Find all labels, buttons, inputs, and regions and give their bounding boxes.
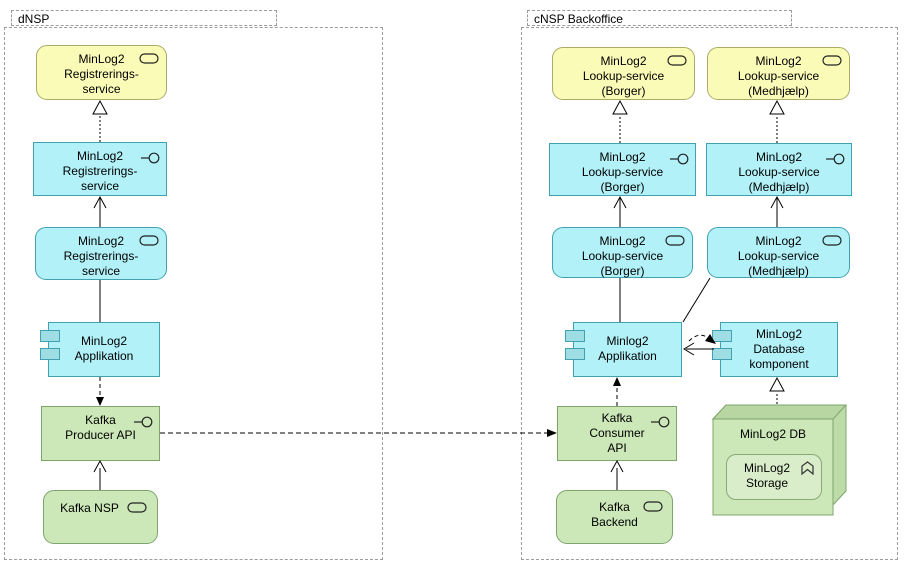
service-icon bbox=[822, 235, 842, 250]
service-icon bbox=[665, 235, 685, 250]
component-tab-icon bbox=[712, 330, 732, 342]
node-label: MinLog2 Registrerings- service bbox=[63, 234, 139, 278]
node-lookup-borger-interface[interactable]: MinLog2 Lookup-service (Borger) bbox=[549, 143, 696, 196]
node-label: MinLog2 Registrerings- service bbox=[62, 149, 138, 193]
node-kafka-backend[interactable]: Kafka Backend bbox=[556, 490, 673, 544]
node-lookup-medhjaelp-service[interactable]: MinLog2 Lookup-service (Medhjælp) bbox=[707, 227, 850, 278]
service-icon bbox=[667, 55, 687, 70]
node-minlog-db-label: MinLog2 DB bbox=[739, 427, 807, 441]
group-dnsp-label: dNSP bbox=[18, 12, 50, 26]
node-label: Kafka Producer API bbox=[65, 413, 136, 442]
node-label: MinLog2 Lookup-service (Medhjælp) bbox=[737, 234, 820, 278]
node-label: Kafka Consumer API bbox=[589, 411, 645, 455]
node-minlog-app-right[interactable]: Minlog2 Applikation bbox=[573, 322, 682, 377]
component-tab-icon bbox=[40, 330, 60, 342]
node-label: Minlog2 Applikation bbox=[598, 334, 657, 363]
interface-icon bbox=[134, 416, 153, 432]
node-lookup-medhjaelp-interface[interactable]: MinLog2 Lookup-service (Medhjælp) bbox=[706, 143, 852, 196]
component-tab-icon bbox=[565, 348, 585, 360]
node-label: MinLog2 Registrerings- service bbox=[64, 52, 139, 96]
node-reg-service-business[interactable]: MinLog2 Registrerings- service bbox=[36, 45, 167, 100]
node-label: Kafka Backend bbox=[591, 500, 638, 529]
node-label: MinLog2 Lookup-service (Medhjælp) bbox=[737, 54, 820, 98]
node-kafka-consumer-api[interactable]: Kafka Consumer API bbox=[557, 406, 677, 461]
interface-icon bbox=[826, 153, 845, 169]
node-minlog-db-komponent[interactable]: MinLog2 Database komponent bbox=[720, 322, 838, 377]
group-dnsp-tab[interactable]: dNSP bbox=[11, 10, 277, 26]
node-kafka-nsp[interactable]: Kafka NSP bbox=[43, 490, 158, 544]
component-tab-icon bbox=[565, 330, 585, 342]
service-icon bbox=[139, 53, 159, 68]
node-label: MinLog2 Storage bbox=[743, 461, 791, 490]
node-label: Kafka NSP bbox=[60, 501, 119, 515]
node-label: MinLog2 Lookup-service (Medhjælp) bbox=[738, 150, 820, 194]
group-dnsp-body[interactable] bbox=[4, 27, 383, 560]
interface-icon bbox=[670, 153, 689, 169]
node-minlog-app-left[interactable]: MinLog2 Applikation bbox=[48, 322, 160, 377]
node-reg-service-app[interactable]: MinLog2 Registrerings- service bbox=[35, 227, 167, 280]
group-cnsp-body[interactable] bbox=[521, 27, 898, 560]
interface-icon bbox=[651, 416, 670, 432]
node-minlog-storage[interactable]: MinLog2 Storage bbox=[726, 454, 822, 500]
interface-icon bbox=[141, 152, 160, 168]
group-cnsp-tab[interactable]: cNSP Backoffice bbox=[527, 10, 792, 26]
node-reg-service-interface[interactable]: MinLog2 Registrerings- service bbox=[33, 142, 167, 196]
service-icon bbox=[127, 502, 147, 517]
node-kafka-producer-api[interactable]: Kafka Producer API bbox=[41, 406, 160, 461]
service-icon bbox=[643, 501, 663, 516]
function-chevron-icon bbox=[800, 461, 815, 480]
service-icon bbox=[139, 235, 159, 250]
component-tab-icon bbox=[40, 348, 60, 360]
node-label: MinLog2 Lookup-service (Borger) bbox=[582, 54, 665, 98]
group-cnsp-label: cNSP Backoffice bbox=[534, 12, 623, 26]
node-label: MinLog2 Lookup-service (Borger) bbox=[581, 234, 664, 278]
node-lookup-borger-business[interactable]: MinLog2 Lookup-service (Borger) bbox=[552, 47, 695, 100]
node-label: MinLog2 Lookup-service (Borger) bbox=[581, 150, 664, 194]
service-icon bbox=[822, 55, 842, 70]
node-label: MinLog2 Database komponent bbox=[749, 327, 809, 371]
node-lookup-medhjaelp-business[interactable]: MinLog2 Lookup-service (Medhjælp) bbox=[707, 47, 850, 100]
component-tab-icon bbox=[712, 348, 732, 360]
node-label: MinLog2 Applikation bbox=[74, 334, 134, 363]
node-lookup-borger-service[interactable]: MinLog2 Lookup-service (Borger) bbox=[552, 227, 693, 278]
